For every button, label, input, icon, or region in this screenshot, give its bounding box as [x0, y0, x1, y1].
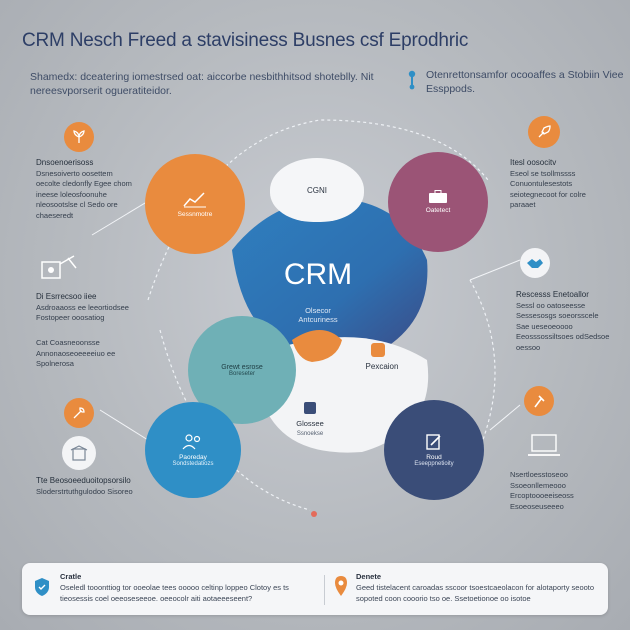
- left-bottom-badge: [62, 436, 96, 470]
- left-text-2-body: Asdroaaoss ee leeortiodsee Fostopeer ooo…: [36, 302, 129, 323]
- left-text-4-head: Tte Beosoeeduoitopsorsilo: [36, 476, 131, 485]
- right-text-3-body: Nsertloesstoseoo Ssoeonllemeooo Ercoptoo…: [510, 470, 574, 511]
- blue-sub: Sondstedatiozs: [172, 461, 214, 467]
- orange-label: Sessnmotre: [177, 211, 213, 218]
- glossee-icon: [304, 402, 316, 414]
- laptop-icon: [528, 434, 560, 456]
- left-text-1-head: Dnsoenoerisoss: [36, 158, 94, 167]
- glossee-sub: Ssnoekse: [296, 431, 324, 437]
- blue-label: Paoreday: [179, 454, 207, 461]
- left-text-3: Cat Coasneoonsse Annonaoseoeeeeiuo ee Sp…: [36, 338, 140, 370]
- right-text-1-head: Itesl oosocitv: [510, 158, 557, 167]
- left-text-2: Di Esrrecsoo iiee Asdroaaoss ee leeortio…: [36, 292, 140, 324]
- left-text-4-body: Sloderstrtuthgulodoo Sisoreo: [36, 486, 133, 496]
- right-text-2-body: Sessl oo oatoseesse Sessesosgs soeorssce…: [516, 300, 610, 352]
- right-lower-badge: [524, 386, 554, 416]
- people-icon: [182, 434, 201, 450]
- tool-icon: [73, 407, 85, 419]
- briefcase-icon: [429, 190, 447, 203]
- intro-left-text: Shamedx: dceatering iomestrsed oat: aicc…: [30, 71, 374, 97]
- rocket-icon: [538, 125, 551, 138]
- hammer-icon: [534, 395, 545, 408]
- plant-icon: [73, 130, 85, 143]
- glossee-label: Glossee: [296, 419, 324, 428]
- right-top-badge: [528, 116, 560, 148]
- navy-sub: Eseeppnetioity: [414, 461, 454, 467]
- navy-circle: Roud Eseeppnetioity: [384, 400, 484, 500]
- center-hub: [212, 190, 440, 460]
- purple-circle: Oatetect: [388, 152, 488, 252]
- center-top-circle: CGNI: [270, 158, 364, 222]
- footer-right: Denete Geed tistelacent caroadas sscoor …: [356, 571, 602, 604]
- right-text-2: Rescesss Enetoallor Sessl oo oatoseesse …: [516, 290, 612, 353]
- footer-right-head: Denete: [356, 572, 382, 581]
- left-text-1: Dnsoenoerisoss Dsnesoiverto oosettem oec…: [36, 158, 136, 221]
- right-mid-badge: [520, 248, 550, 278]
- crm-sub: Olsecor Antcuriness: [298, 306, 338, 324]
- pin-icon: [408, 70, 416, 90]
- footer-right-text: Geed tistelacent caroadas sscoor tsoestc…: [356, 583, 595, 603]
- left-text-3-body: Cat Coasneoonsse Annonaoseoeeeeiuo ee Sp…: [36, 338, 116, 368]
- left-text-4: Tte Beosoeeduoitopsorsilo Sloderstrtuthg…: [36, 476, 140, 497]
- intro-right-label: Otenrettonsamfor ocooaffes a Stobiin Vie…: [426, 69, 624, 95]
- pexcaion-label: Pexcaion: [365, 362, 399, 371]
- building-icon: [70, 445, 88, 461]
- purple-label: Oatetect: [425, 207, 451, 214]
- right-text-1: Itesl oosocitv Eseol se tsollmssss Conuo…: [510, 158, 610, 211]
- right-text-3: Nsertloesstoseoo Ssoeonllemeooo Ercoptoo…: [510, 470, 610, 512]
- right-text-2-head: Rescesss Enetoallor: [516, 290, 589, 299]
- document-edit-icon: [426, 434, 441, 450]
- right-bottom-icon: [526, 432, 562, 460]
- center-top-label: CGNI: [307, 185, 327, 195]
- intro-right-text: Otenrettonsamfor ocooaffes a Stobiin Vie…: [408, 68, 630, 96]
- page-title: CRM Nesch Freed a stavisiness Busnes csf…: [22, 30, 469, 51]
- blue-circle: Paoreday Sondstedatiozs: [145, 402, 241, 498]
- left-mid-icon: [38, 252, 82, 282]
- navy-label: Roud: [426, 454, 442, 461]
- footer-divider: [324, 575, 325, 605]
- chart-icon: [183, 192, 206, 208]
- handshake-icon: [527, 259, 543, 268]
- tools-icon: [41, 255, 77, 279]
- crm-label: CRM: [283, 258, 353, 291]
- footer-left-text: Oseledl tooonttiog tor ooeolae tees oooo…: [60, 583, 289, 603]
- footer-left: Cratle Oseledl tooonttiog tor ooeolae te…: [60, 571, 322, 604]
- right-text-1-body: Eseol se tsollmssss Conuontulesestots se…: [510, 168, 586, 210]
- left-text-1-body: Dsnesoiverto oosettem oecolte cledonfly …: [36, 168, 132, 220]
- teal-label: Grewt esrose: [221, 363, 263, 371]
- left-lower-badge: [64, 398, 94, 428]
- footer-panel: Cratle Oseledl tooonttiog tor ooeolae te…: [22, 563, 608, 615]
- teal-sub: Boreseter: [228, 370, 255, 377]
- shield-icon: [35, 578, 49, 596]
- location-pin-icon: [335, 576, 347, 596]
- pexcaion-icon: [371, 343, 385, 357]
- footer-left-head: Cratle: [60, 572, 82, 581]
- orange-circle: Sessnmotre: [145, 154, 245, 254]
- left-text-2-head: Di Esrrecsoo iiee: [36, 292, 97, 301]
- left-top-badge: [64, 122, 94, 152]
- center-blob: [232, 198, 429, 453]
